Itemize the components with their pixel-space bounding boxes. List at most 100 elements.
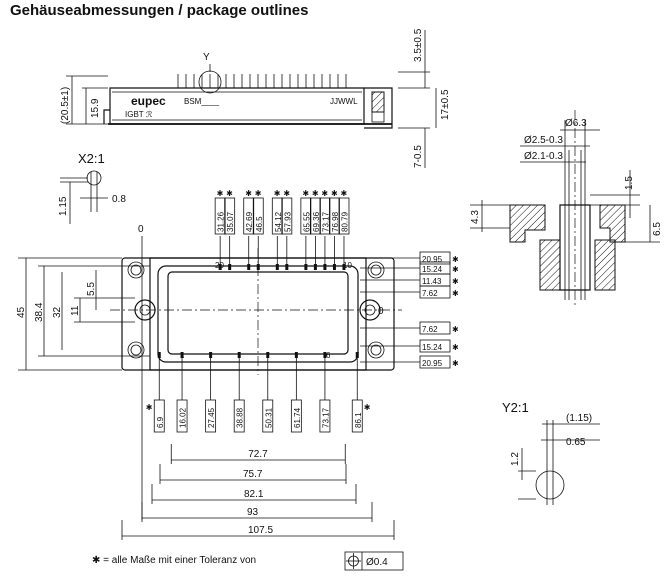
pin bbox=[266, 352, 270, 358]
top-dim-box bbox=[329, 197, 340, 235]
side-pins bbox=[177, 74, 347, 88]
section-d-43: 4.3 bbox=[470, 210, 481, 224]
bottom-dim-box bbox=[262, 399, 274, 433]
width-dim-value: 107.5 bbox=[248, 525, 273, 536]
top-dim-value: 31.26 bbox=[217, 211, 226, 232]
detail-y-dim1: (1.15) bbox=[566, 413, 592, 424]
bottom-dim-box bbox=[176, 399, 188, 433]
pin bbox=[218, 264, 222, 270]
pin bbox=[256, 264, 260, 270]
right-dim-box bbox=[419, 339, 451, 353]
width-dim-value: 75.7 bbox=[243, 469, 263, 480]
detail-y-label: Y2:1 bbox=[502, 400, 529, 415]
mount-hole bbox=[130, 344, 142, 356]
top-dim-box bbox=[243, 197, 255, 235]
bottom-dim-box bbox=[290, 399, 302, 433]
footnote-text: ✱ = alle Maße mit einer Toleranz von bbox=[92, 555, 257, 566]
tolerance-star: ✱ bbox=[452, 289, 459, 298]
top-dim-value: 69.36 bbox=[312, 211, 321, 232]
dim-11: 11 bbox=[70, 305, 81, 316]
bottom-dim-box bbox=[319, 399, 331, 433]
mount-hole bbox=[370, 344, 382, 356]
tolerance-star: ✱ bbox=[217, 189, 224, 198]
right-dim-value: 20.95 bbox=[422, 255, 443, 264]
top-dim-box bbox=[224, 197, 236, 235]
housing-outline bbox=[149, 257, 367, 371]
width-dim-value: 93 bbox=[247, 507, 259, 518]
tolerance-star: ✱ bbox=[452, 325, 459, 334]
pin bbox=[157, 352, 161, 358]
bottom-dim-value: 86.1 bbox=[354, 412, 363, 428]
top-dim-value: 54.12 bbox=[274, 211, 283, 232]
pin bbox=[237, 352, 241, 358]
pin bbox=[285, 264, 289, 270]
top-dim-box bbox=[338, 197, 350, 235]
tolerance-star: ✱ bbox=[321, 189, 328, 198]
right-dim-value: 7.62 bbox=[422, 289, 438, 298]
section-dia1: Ø6.3 bbox=[565, 118, 587, 129]
section-dia3: Ø2.1-0.3 bbox=[524, 151, 563, 162]
right-y-dims: 20.95✱15.24✱11.43✱7.62✱7.62✱15.24✱20.95✱ bbox=[360, 251, 459, 369]
tolerance-star: ✱ bbox=[283, 189, 290, 198]
dim-pin-height: 3.5±0.5 bbox=[413, 28, 424, 62]
top-dim-box bbox=[319, 197, 331, 235]
tolerance-star: ✱ bbox=[255, 189, 262, 198]
detail-x-dim2: 0.8 bbox=[112, 194, 126, 205]
detail-y: Y2:1 (1.15) 0.65 1.2 bbox=[502, 400, 600, 505]
dim-inner-height: 38.4 bbox=[34, 302, 45, 322]
tolerance-box: Ø0.4 bbox=[344, 551, 404, 571]
top-dim-value: 42.69 bbox=[245, 211, 254, 232]
tolerance-star: ✱ bbox=[340, 189, 347, 198]
top-dim-value: 35.07 bbox=[226, 211, 235, 232]
side-view: Y eupec BSM____ JJWWL IGBT ℛ (20.5±1) 15… bbox=[60, 28, 451, 168]
right-dim-box bbox=[419, 355, 451, 369]
top-dim-value: 46.5 bbox=[255, 216, 264, 232]
pin-label-6: 6 bbox=[326, 351, 331, 360]
top-dim-value: 80.79 bbox=[340, 211, 349, 232]
tolerance-value: Ø0.4 bbox=[366, 557, 388, 568]
bottom-dim-box bbox=[351, 399, 363, 433]
section-d-65: 6.5 bbox=[652, 222, 663, 236]
section-dia2: Ø2.5-0.3 bbox=[524, 135, 563, 146]
top-view: 0 0 20 10 1 6 31.26✱35.07✱42.69✱46.5✱54.… bbox=[16, 189, 459, 540]
pin bbox=[323, 352, 327, 358]
tolerance-star: ✱ bbox=[452, 359, 459, 368]
bottom-dim-box bbox=[233, 399, 245, 433]
top-dim-value: 65.55 bbox=[302, 211, 311, 232]
right-dim-value: 15.24 bbox=[422, 343, 443, 352]
right-dim-box bbox=[419, 285, 451, 299]
detail-y-dim2: 0.65 bbox=[566, 437, 586, 448]
dim-body-height: 15.9 bbox=[90, 98, 101, 118]
right-dim-box bbox=[419, 321, 451, 335]
pin bbox=[323, 264, 327, 270]
pin bbox=[342, 264, 346, 270]
origin-y-label: 0 bbox=[378, 306, 384, 317]
tolerance-star: ✱ bbox=[452, 277, 459, 286]
detail-x: X2:1 1.15 0.8 bbox=[58, 151, 126, 224]
tolerance-star: ✱ bbox=[452, 343, 459, 352]
pin bbox=[355, 352, 359, 358]
page-title: Gehäuseabmessungen / package outlines bbox=[10, 2, 309, 19]
bottom-dim-value: 16.02 bbox=[179, 407, 188, 428]
detail-x-label: X2:1 bbox=[78, 151, 105, 166]
pin bbox=[180, 352, 184, 358]
bottom-dim-value: 61.74 bbox=[293, 407, 302, 428]
width-dim-value: 82.1 bbox=[244, 489, 264, 500]
type-suffix: JJWWL bbox=[330, 97, 358, 106]
tolerance-star: ✱ bbox=[245, 189, 252, 198]
tolerance-star: ✱ bbox=[146, 403, 153, 412]
pin bbox=[332, 264, 336, 270]
width-dim-value: 72.7 bbox=[248, 449, 268, 460]
type-prefix: BSM____ bbox=[184, 97, 220, 106]
pin bbox=[294, 352, 298, 358]
pin bbox=[304, 264, 308, 270]
bottom-dim-box bbox=[153, 399, 165, 433]
origin-label: 0 bbox=[138, 224, 144, 235]
bottom-dim-box bbox=[205, 399, 217, 433]
bottom-dim-value: 73.17 bbox=[321, 407, 330, 428]
top-x-dims: 31.26✱35.07✱42.69✱46.5✱54.12✱57.93✱65.55… bbox=[214, 189, 350, 270]
pin bbox=[209, 352, 213, 358]
section-view: Ø6.3 Ø2.5-0.3 Ø2.1-0.3 1.5 4.3 6.5 bbox=[470, 110, 663, 305]
top-dim-box bbox=[252, 197, 264, 235]
dim-bottom: 7-0.5 bbox=[413, 145, 424, 168]
